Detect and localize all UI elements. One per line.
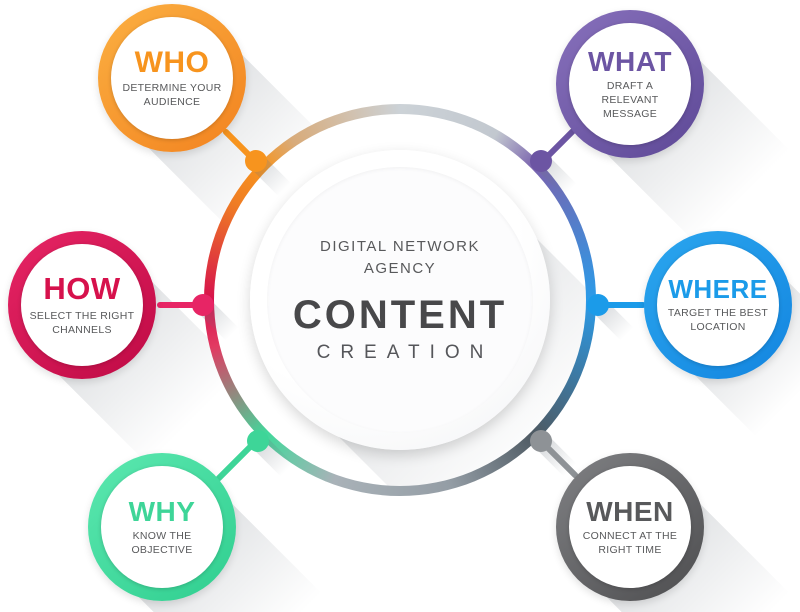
where-connector bbox=[598, 302, 646, 308]
node-how-subtitle: SELECT THE RIGHT CHANNELS bbox=[30, 309, 135, 337]
center-circle-inner: DIGITAL NETWORK AGENCY CONTENT CREATION bbox=[267, 167, 533, 433]
node-what-subtitle-line3: MESSAGE bbox=[602, 108, 658, 121]
node-what-subtitle-line2: RELEVANT bbox=[601, 94, 659, 107]
node-why-subtitle: KNOW THE OBJECTIVE bbox=[131, 529, 192, 557]
what-dot bbox=[530, 150, 552, 172]
where-dot bbox=[587, 294, 609, 316]
node-who-title: WHO bbox=[134, 45, 210, 79]
node-where-inner: WHERE TARGET THE BEST LOCATION bbox=[657, 244, 779, 366]
how-dot bbox=[192, 294, 214, 316]
node-when: WHEN CONNECT AT THE RIGHT TIME bbox=[556, 453, 704, 601]
center-subtitle: CREATION bbox=[316, 341, 494, 363]
how-connector bbox=[157, 302, 203, 308]
why-dot bbox=[247, 430, 269, 452]
node-what-inner: WHAT DRAFT A RELEVANT MESSAGE bbox=[569, 23, 691, 145]
node-where-subtitle-line2: LOCATION bbox=[690, 321, 746, 334]
node-where: WHERE TARGET THE BEST LOCATION bbox=[644, 231, 792, 379]
node-when-subtitle-line1: CONNECT AT THE bbox=[582, 530, 678, 543]
node-when-subtitle-line2: RIGHT TIME bbox=[598, 544, 662, 557]
node-how-inner: HOW SELECT THE RIGHT CHANNELS bbox=[21, 244, 143, 366]
center-title: CONTENT bbox=[292, 292, 508, 337]
node-where-title: WHERE bbox=[668, 273, 768, 304]
node-what-title: WHAT bbox=[588, 45, 672, 77]
node-why-subtitle-line1: KNOW THE bbox=[132, 530, 192, 543]
when-dot bbox=[530, 430, 552, 452]
node-why-subtitle-line2: OBJECTIVE bbox=[131, 544, 193, 557]
node-how-title: HOW bbox=[43, 271, 121, 307]
node-when-title: WHEN bbox=[586, 495, 674, 527]
center-label-line2: AGENCY bbox=[363, 260, 437, 277]
node-why: WHY KNOW THE OBJECTIVE bbox=[88, 453, 236, 601]
node-who: WHO DETERMINE YOUR AUDIENCE bbox=[98, 4, 246, 152]
node-how-subtitle-line2: CHANNELS bbox=[52, 323, 112, 336]
node-how: HOW SELECT THE RIGHT CHANNELS bbox=[8, 231, 156, 379]
node-when-inner: WHEN CONNECT AT THE RIGHT TIME bbox=[569, 466, 691, 588]
node-when-subtitle: CONNECT AT THE RIGHT TIME bbox=[583, 529, 677, 557]
ring-inner-disc: DIGITAL NETWORK AGENCY CONTENT CREATION bbox=[214, 114, 586, 486]
node-who-subtitle-line1: DETERMINE YOUR bbox=[122, 82, 222, 95]
center-circle: DIGITAL NETWORK AGENCY CONTENT CREATION bbox=[250, 150, 550, 450]
node-who-subtitle: DETERMINE YOUR AUDIENCE bbox=[122, 81, 221, 109]
node-who-subtitle-line2: AUDIENCE bbox=[143, 96, 201, 109]
node-what: WHAT DRAFT A RELEVANT MESSAGE bbox=[556, 10, 704, 158]
node-why-inner: WHY KNOW THE OBJECTIVE bbox=[101, 466, 223, 588]
center-label-line1: DIGITAL NETWORK bbox=[319, 238, 480, 256]
node-where-subtitle: TARGET THE BEST LOCATION bbox=[668, 306, 768, 334]
node-where-subtitle-line1: TARGET THE BEST bbox=[667, 306, 769, 319]
node-how-subtitle-line1: SELECT THE RIGHT bbox=[29, 309, 135, 322]
node-what-subtitle-line1: DRAFT A bbox=[606, 79, 654, 92]
node-why-title: WHY bbox=[128, 495, 196, 527]
who-dot bbox=[245, 150, 267, 172]
node-what-subtitle: DRAFT A RELEVANT MESSAGE bbox=[601, 79, 658, 122]
node-who-inner: WHO DETERMINE YOUR AUDIENCE bbox=[111, 17, 233, 139]
